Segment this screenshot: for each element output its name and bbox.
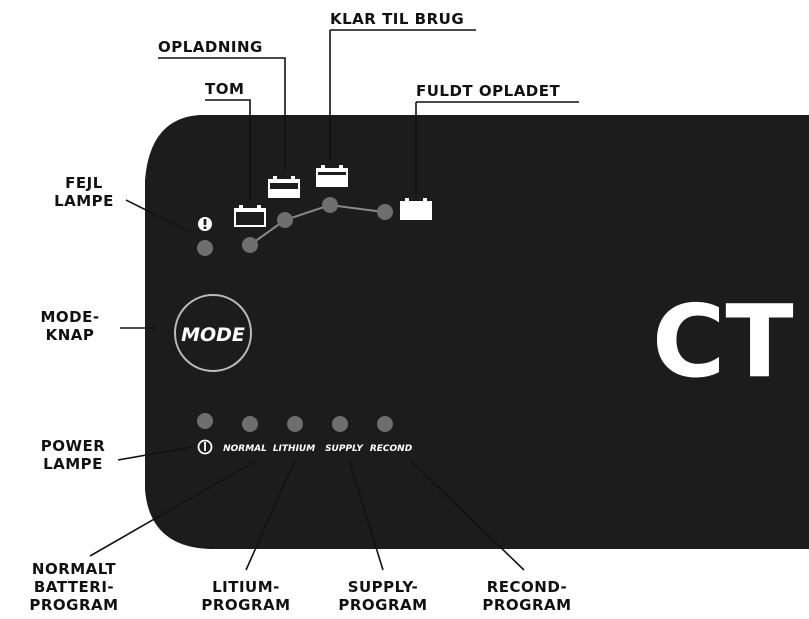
- error-led: [197, 240, 213, 256]
- led-tom: [242, 237, 258, 253]
- label-supply-program: SUPPLY- PROGRAM: [318, 578, 448, 614]
- led-klar-til-brug: [322, 197, 338, 213]
- ctek-logo: CT: [652, 283, 794, 400]
- label-normalt-line1: NORMALT: [31, 560, 117, 578]
- label-fuldt-opladet: FULDT OPLADET: [416, 82, 561, 100]
- label-power-lampe-line1: POWER: [40, 437, 106, 455]
- label-litium-program: LITIUM- PROGRAM: [181, 578, 311, 614]
- label-recond-line2: PROGRAM: [482, 596, 572, 614]
- leader-power-lampe: [117, 446, 193, 461]
- label-normalt-line2: BATTERI-: [33, 578, 115, 596]
- label-normalt-line3: PROGRAM: [29, 596, 119, 614]
- program-label-normal: NORMAL: [223, 444, 267, 454]
- leader-normalt: [89, 459, 258, 557]
- label-power-lampe: POWER LAMPE: [28, 437, 118, 473]
- label-mode-knap-line1: MODE-: [40, 308, 100, 326]
- label-opladning: OPLADNING: [158, 38, 263, 56]
- label-fejl-lampe: FEJL LAMPE: [44, 174, 124, 210]
- leader-fejl-lampe: [125, 199, 191, 233]
- label-mode-knap-line2: KNAP: [45, 326, 95, 344]
- mode-button-label: MODE: [181, 324, 245, 346]
- label-fejl-lampe-line1: FEJL: [65, 174, 103, 192]
- label-supply-line1: SUPPLY-: [347, 578, 419, 596]
- logo-text: CT: [652, 283, 794, 400]
- leader-supply: [348, 459, 384, 571]
- led-fuldt-opladet: [377, 204, 393, 220]
- leader-lines: [89, 29, 579, 571]
- led-supply: [332, 416, 348, 432]
- program-label-recond: RECOND: [370, 444, 413, 454]
- exclamation-icon: [198, 217, 212, 231]
- program-label-lithium: LITHIUM: [273, 444, 315, 454]
- led-opladning: [277, 212, 293, 228]
- label-litium-line2: PROGRAM: [201, 596, 291, 614]
- power-icon: [197, 439, 213, 455]
- label-litium-line1: LITIUM-: [212, 578, 280, 596]
- leader-tom: [205, 99, 251, 200]
- leader-opladning: [158, 57, 286, 172]
- label-normalt-batteri-program: NORMALT BATTERI- PROGRAM: [14, 560, 134, 614]
- label-mode-knap: MODE- KNAP: [20, 308, 120, 344]
- led-lithium: [287, 416, 303, 432]
- battery-icon-fuldt-opladet: [400, 198, 432, 220]
- leader-recond: [409, 459, 525, 571]
- battery-icon-opladning: [268, 176, 300, 198]
- label-fejl-lampe-line2: LAMPE: [54, 192, 114, 210]
- label-klar-til-brug: KLAR TIL BRUG: [330, 10, 465, 28]
- label-recond-line1: RECOND-: [486, 578, 568, 596]
- leader-litium: [245, 459, 296, 571]
- label-supply-line2: PROGRAM: [338, 596, 428, 614]
- label-power-lampe-line2: LAMPE: [43, 455, 103, 473]
- label-recond-program: RECOND- PROGRAM: [462, 578, 592, 614]
- battery-icon-klar-til-brug: [316, 165, 348, 187]
- label-tom: TOM: [205, 80, 245, 98]
- power-led: [197, 413, 213, 429]
- led-normal: [242, 416, 258, 432]
- charger-panel: [145, 115, 809, 549]
- program-label-supply: SUPPLY: [325, 444, 364, 454]
- mode-button[interactable]: MODE: [174, 294, 252, 372]
- led-recond: [377, 416, 393, 432]
- battery-icon-tom: [234, 205, 266, 227]
